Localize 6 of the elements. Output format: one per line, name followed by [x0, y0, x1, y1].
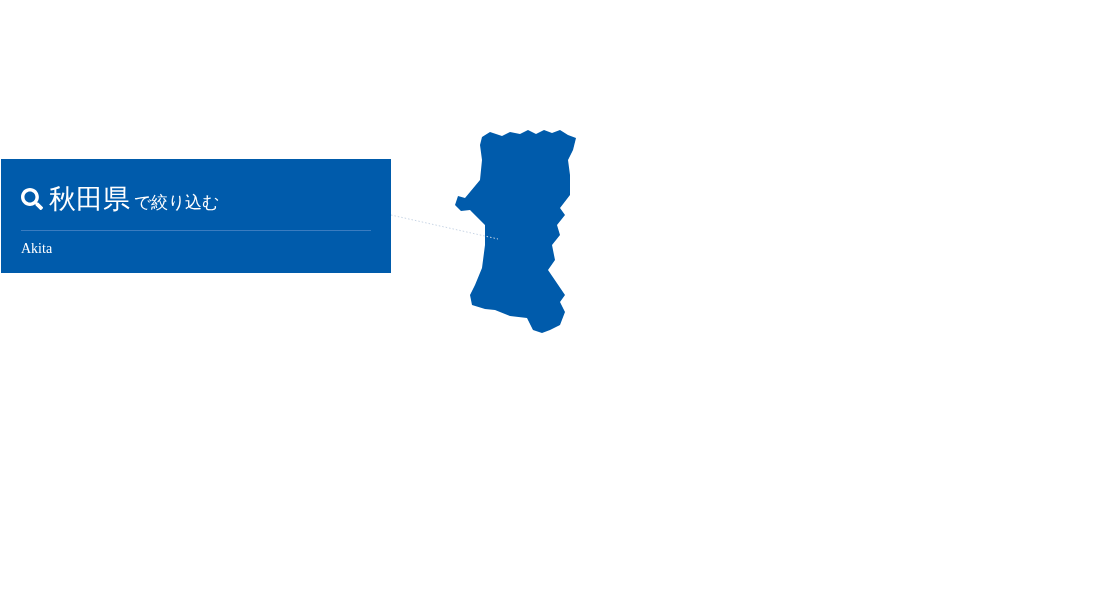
filter-panel [1, 159, 391, 273]
map-drawing [454, 129, 578, 335]
leader-line [390, 214, 499, 240]
romanized-name: Akita [21, 240, 53, 258]
prefecture-name: 秋田県 [49, 183, 130, 216]
filter-label: で絞り込む [134, 192, 219, 214]
